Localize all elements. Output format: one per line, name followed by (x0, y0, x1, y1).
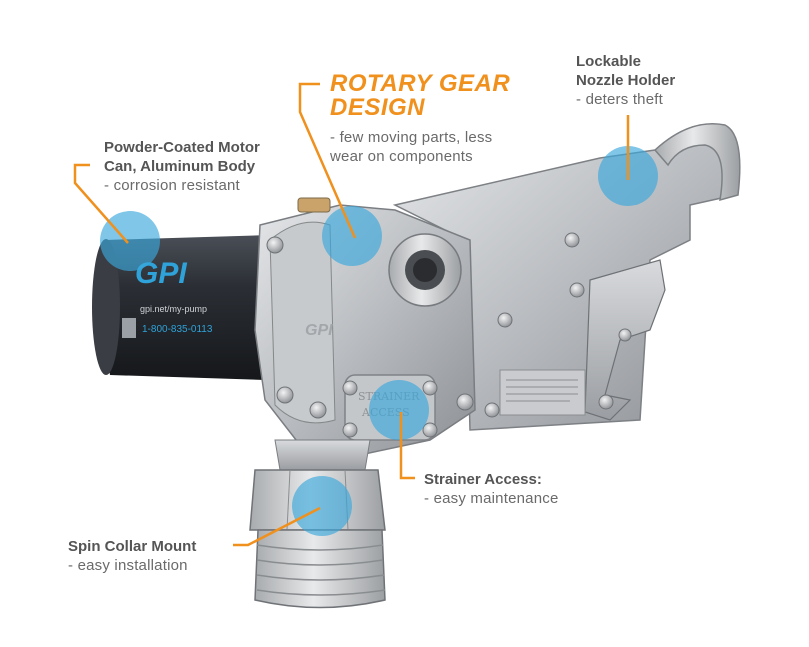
callout-strainer-title: Strainer Access: (424, 471, 542, 488)
callout-motor-subtitle: - corrosion resistant (104, 177, 240, 194)
callout-rotary-subtitle-1: - few moving parts, less (330, 129, 493, 146)
callout-spin: Spin Collar Mount - easy installation (68, 537, 196, 575)
callout-motor-title-1: Powder-Coated Motor (104, 139, 260, 156)
callout-strainer: Strainer Access: - easy maintenance (424, 470, 559, 508)
leader-lines (73, 82, 630, 547)
motor-end-cap (92, 239, 120, 375)
bolts (266, 232, 632, 438)
hotspots (100, 146, 658, 536)
warning-label-lines (506, 379, 578, 402)
callout-rotary-subtitle-2: wear on components (330, 148, 473, 165)
callout-lockable-subtitle: - deters theft (576, 91, 664, 108)
nozzle-holder-lever (584, 259, 666, 421)
hotspot-spin (292, 476, 352, 536)
nozzle-holder-hook (653, 123, 741, 202)
qr-code (122, 318, 136, 338)
phone-text: 1-800-835-0113 (142, 324, 213, 335)
website-text: gpi.net/my-pump (140, 304, 207, 314)
body-logo: GPI (305, 322, 333, 339)
hotspot-strainer (369, 380, 429, 440)
leader-motor (73, 163, 129, 244)
vent-cap (297, 197, 331, 213)
outlet-port-inner (413, 258, 437, 282)
callout-lockable-title-2: Nozzle Holder (576, 72, 676, 89)
callout-lockable: Lockable Nozzle Holder - deters theft (576, 52, 675, 109)
pump-neck (274, 439, 371, 471)
callout-rotary-title-1: ROTARY GEAR (330, 70, 511, 97)
callout-lockable-title-1: Lockable (576, 53, 642, 70)
hotspot-rotary (322, 206, 382, 266)
callout-spin-subtitle: - easy installation (68, 557, 188, 574)
callout-spin-title: Spin Collar Mount (68, 538, 197, 555)
motor-can (101, 235, 270, 380)
callout-rotary: ROTARY GEAR DESIGN - few moving parts, l… (330, 72, 510, 166)
warning-label (499, 369, 586, 416)
callout-rotary-title-2: DESIGN (330, 94, 426, 121)
hotspot-motor (100, 211, 160, 271)
leader-strainer (399, 412, 415, 480)
leader-rotary (298, 82, 357, 239)
thread-fitting (254, 529, 386, 609)
threads (256, 544, 386, 596)
leader-spin (233, 506, 321, 547)
callout-motor-title-2: Can, Aluminum Body (104, 158, 256, 175)
pump-flange (269, 221, 336, 424)
callout-motor: Powder-Coated Motor Can, Aluminum Body -… (104, 138, 260, 195)
callout-strainer-subtitle: - easy maintenance (424, 490, 559, 507)
